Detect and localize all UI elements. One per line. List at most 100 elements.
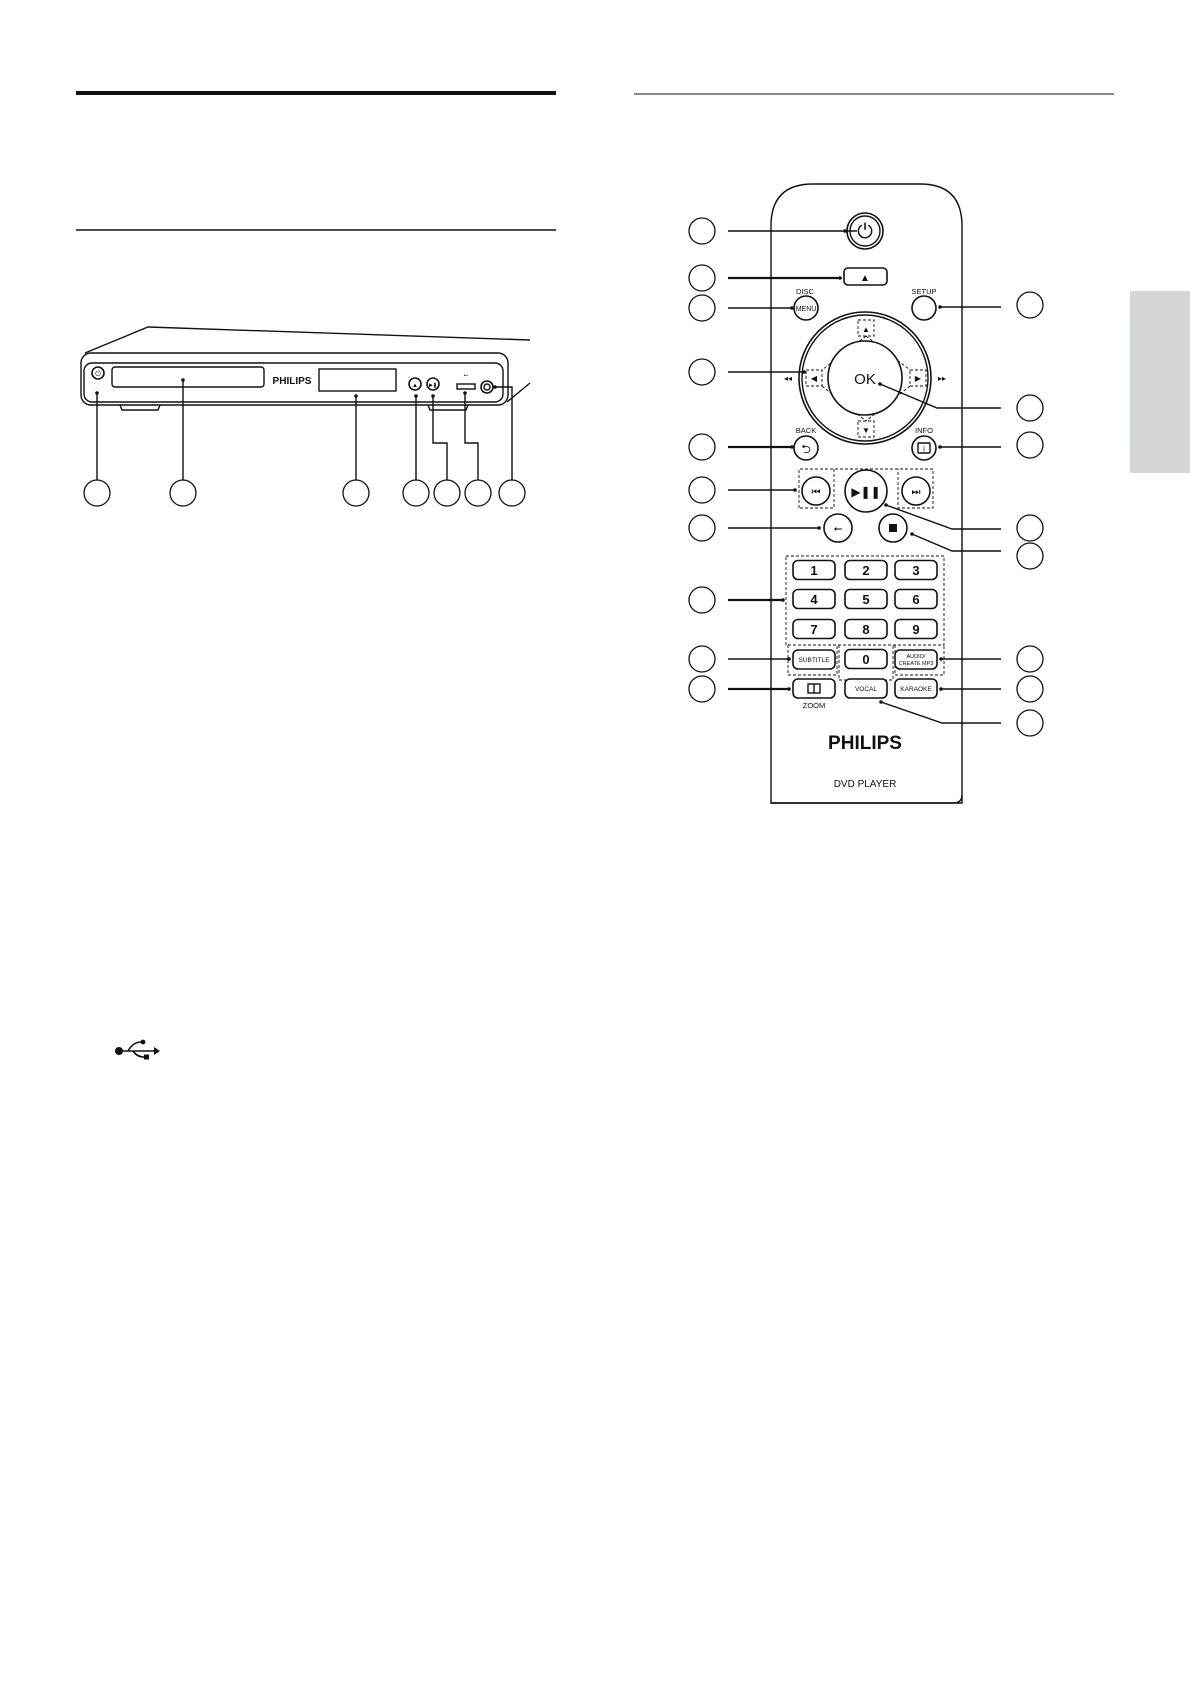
- number-key: [844, 648, 888, 670]
- number-key: [844, 559, 888, 581]
- number-key: [894, 559, 938, 581]
- ok-button: [827, 340, 903, 416]
- vocal-button: [844, 678, 888, 699]
- callout-circle: [688, 294, 716, 322]
- svg-text:ZOOM: ZOOM: [803, 701, 826, 710]
- nav-down-button: ▼: [862, 426, 870, 435]
- svg-text:BACK: BACK: [796, 426, 816, 435]
- next-button: [901, 476, 931, 506]
- callout-circle: [688, 586, 716, 614]
- callout-circle: [1016, 542, 1044, 570]
- display-panel: [318, 368, 397, 392]
- remote-brand-logo: PHILIPS: [828, 733, 902, 754]
- number-key: [792, 618, 836, 640]
- subtitle-button: [792, 649, 836, 670]
- usb-button: [823, 513, 853, 543]
- callout-circle: [402, 479, 430, 507]
- number-key-label: 8: [862, 622, 869, 637]
- callout-circle: [1016, 675, 1044, 703]
- usb-port: [456, 383, 476, 390]
- svg-text:▶❚: ▶❚: [429, 383, 437, 389]
- callout-circle: [1016, 291, 1044, 319]
- callout-circle: [688, 476, 716, 504]
- svg-text:VOCAL: VOCAL: [855, 686, 877, 693]
- svg-text:CREATE MP3: CREATE MP3: [899, 661, 934, 667]
- play-pause-button: [844, 469, 888, 513]
- audio-create-mp3-button: [894, 649, 938, 670]
- svg-text:OK: OK: [854, 371, 876, 388]
- svg-text:⮌: ⮌: [801, 442, 811, 456]
- callout-circle: [688, 645, 716, 673]
- side-tab: [1130, 291, 1190, 473]
- remote-illustration: ⏻ ▲ DISC MENU SETUP OK ▲ ◀ ▶ ▼ ◂◂ ▸▸ BAC…: [770, 183, 963, 804]
- disc-menu-button: [793, 295, 819, 321]
- disc-tray: [111, 366, 265, 388]
- svg-text:KARAOKE: KARAOKE: [900, 686, 932, 693]
- back-button: [793, 435, 819, 461]
- callout-circle: [83, 479, 111, 507]
- callout-circle: [433, 479, 461, 507]
- remote-body: [770, 183, 963, 804]
- number-key-label: 0: [862, 652, 869, 667]
- number-key: [844, 588, 888, 610]
- svg-text:▸▸: ▸▸: [938, 374, 946, 383]
- svg-text:▲: ▲: [412, 383, 418, 389]
- svg-text:⏻: ⏻: [95, 370, 101, 378]
- svg-text:▶❚❚: ▶❚❚: [851, 485, 880, 499]
- number-key-label: 6: [912, 592, 919, 607]
- callout-circle: [688, 358, 716, 386]
- callout-circle: [169, 479, 197, 507]
- dvd-player-illustration: ⏻ PHILIPS ▲ ▶❚ ⭠: [80, 326, 531, 507]
- headphone-jack: [480, 380, 494, 394]
- nav-up-button: ▲: [862, 325, 870, 334]
- number-key-label: 2: [862, 563, 869, 578]
- remote-callouts: [688, 217, 1044, 737]
- svg-text:MENU: MENU: [796, 306, 817, 313]
- callout-circle: [688, 264, 716, 292]
- svg-text:⏻: ⏻: [857, 221, 873, 243]
- svg-text:⭠: ⭠: [834, 523, 843, 535]
- number-key-label: 7: [810, 622, 817, 637]
- remote-bottom-buttons: SUBTITLE AUDIO/ CREATE MP3 ZOOM VOCAL KA…: [792, 649, 938, 790]
- callout-circle: [688, 433, 716, 461]
- callout-circle: [1016, 431, 1044, 459]
- svg-text:⏭: ⏭: [912, 487, 921, 498]
- number-key-label: 9: [912, 622, 919, 637]
- svg-text:◂◂: ◂◂: [784, 374, 792, 383]
- eject-button: [408, 377, 422, 391]
- svg-text:SUBTITLE: SUBTITLE: [798, 657, 830, 664]
- eject-button: [843, 267, 888, 286]
- callout-circle: [464, 479, 492, 507]
- callout-circle: [688, 217, 716, 245]
- number-key-label: 1: [810, 563, 817, 578]
- number-key-label: 4: [810, 592, 818, 607]
- play-pause-button: [426, 377, 440, 391]
- callout-circle: [688, 514, 716, 542]
- nav-left-button: ◀: [811, 374, 818, 383]
- svg-text:⏮: ⏮: [812, 487, 821, 498]
- remote-model-label: DVD PLAYER: [834, 779, 897, 790]
- svg-text:SETUP: SETUP: [911, 287, 936, 296]
- dvd-brand-logo: PHILIPS: [273, 376, 312, 387]
- callout-circle: [1016, 514, 1044, 542]
- svg-text:DISC: DISC: [796, 287, 815, 296]
- info-button: [911, 435, 937, 461]
- svg-text:AUDIO/: AUDIO/: [907, 654, 926, 660]
- power-button: [91, 366, 105, 380]
- callout-circle: [1016, 645, 1044, 673]
- svg-text:⭠: ⭠: [464, 373, 469, 379]
- callout-circle: [1016, 394, 1044, 422]
- callout-circle: [498, 479, 526, 507]
- svg-text:INFO: INFO: [915, 426, 933, 435]
- number-key-label: 3: [912, 563, 919, 578]
- callout-circle: [342, 479, 370, 507]
- number-key: [792, 588, 836, 610]
- number-key-label: 5: [862, 592, 869, 607]
- svg-text:▲: ▲: [860, 273, 870, 284]
- nav-right-button: ▶: [915, 374, 922, 383]
- setup-button: [911, 295, 937, 321]
- karaoke-button: [894, 678, 938, 699]
- number-key: [844, 618, 888, 640]
- usb-icon: [115, 1039, 160, 1060]
